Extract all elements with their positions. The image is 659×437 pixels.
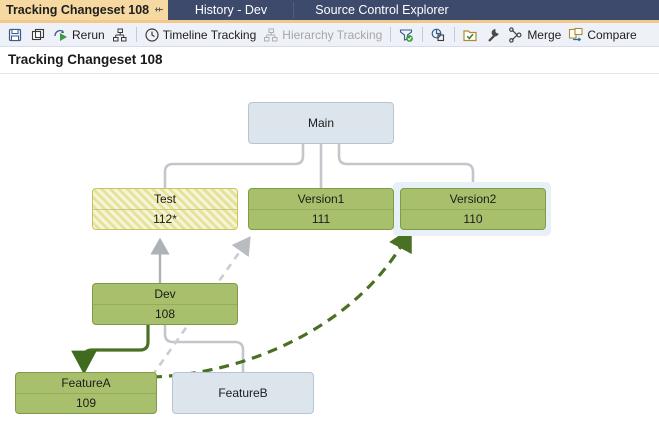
node-label: Dev (93, 284, 237, 305)
node-changeset: 110 (463, 212, 483, 227)
node-main[interactable]: Main (248, 102, 394, 144)
edge-main-to-version2 (337, 142, 475, 190)
rerun-icon (53, 27, 69, 43)
node-featureb[interactable]: FeatureB (172, 372, 314, 414)
toolbar-underline (0, 46, 659, 47)
compare-button[interactable]: Compare (565, 24, 639, 45)
node-version1[interactable]: Version1 111 (248, 188, 394, 230)
filter-check-icon (398, 27, 414, 43)
compare-icon (568, 27, 584, 43)
timeline-tracking-button[interactable]: Timeline Tracking (141, 24, 260, 45)
node-label: FeatureA (16, 373, 156, 394)
title-underline (0, 73, 659, 74)
rerun-button[interactable]: Rerun (50, 24, 108, 45)
merge-button[interactable]: Merge (505, 24, 564, 45)
node-changeset: 111 (311, 212, 331, 227)
toolbar: Rerun (0, 23, 659, 46)
hierarchy-graph-icon (112, 27, 128, 43)
merge-icon (508, 26, 524, 43)
toolbar-divider (390, 27, 392, 42)
tab-label: History - Dev (194, 3, 268, 17)
node-dev[interactable]: Dev 108 (92, 283, 238, 325)
toolbar-divider (135, 27, 137, 42)
page-title-bar: Tracking Changeset 108 (0, 47, 659, 73)
tab-history-dev[interactable]: History - Dev (170, 0, 292, 20)
node-label: Version2 (401, 189, 545, 210)
copy-button[interactable] (27, 24, 49, 45)
node-label: Main (307, 116, 334, 130)
node-label: Version1 (249, 189, 393, 210)
node-label: FeatureB (218, 386, 268, 400)
edge-dev-to-featurea-branch (71, 323, 150, 375)
merge-label: Merge (527, 27, 562, 42)
select-folder-button[interactable] (459, 24, 481, 45)
filter-applied-button[interactable] (395, 24, 417, 45)
node-label: Test (93, 189, 237, 210)
tab-tracking-changeset[interactable]: Tracking Changeset 108 (0, 0, 177, 20)
edge-main-to-test (163, 142, 305, 190)
node-changeset: 108 (154, 307, 176, 322)
page-title: Tracking Changeset 108 (8, 52, 163, 67)
toolbar-divider (422, 27, 424, 42)
hierarchy-graph-icon (263, 27, 279, 43)
tree-connectors (163, 142, 475, 374)
group-icon (430, 27, 446, 43)
layout-button[interactable] (109, 24, 131, 45)
options-button[interactable] (482, 24, 504, 45)
clock-icon (144, 27, 160, 43)
group-button[interactable] (427, 24, 449, 45)
node-featurea[interactable]: FeatureA 109 (15, 372, 157, 414)
timeline-tracking-label: Timeline Tracking (162, 27, 257, 42)
node-test[interactable]: Test 112* (92, 188, 238, 230)
hierarchy-tracking-label: Hierarchy Tracking (282, 27, 383, 42)
tab-divider (293, 2, 294, 18)
hierarchy-tracking-button[interactable]: Hierarchy Tracking (260, 24, 385, 45)
rerun-label: Rerun (72, 27, 105, 42)
node-version2[interactable]: Version2 110 (400, 188, 546, 230)
node-changeset: 112* (153, 212, 177, 227)
save-icon (7, 27, 23, 43)
tab-label: Tracking Changeset 108 (6, 3, 150, 17)
node-changeset: 109 (75, 396, 97, 411)
tab-label: Source Control Explorer (315, 3, 449, 17)
changeset-tracking-canvas[interactable]: Main Test 112* Version1 111 Version2 110… (0, 74, 659, 437)
tab-strip-underline (0, 20, 659, 23)
edge-dev-to-featureb (163, 323, 245, 374)
save-button[interactable] (4, 24, 26, 45)
tab-strip: Tracking Changeset 108 History - Dev Sou… (0, 0, 659, 20)
pin-icon[interactable] (152, 2, 164, 18)
copy-icon (30, 27, 46, 43)
toolbar-divider (454, 27, 456, 42)
wrench-icon (485, 27, 501, 43)
compare-label: Compare (587, 27, 637, 42)
tab-source-control-explorer[interactable]: Source Control Explorer (295, 0, 469, 20)
folder-check-icon (462, 27, 478, 43)
